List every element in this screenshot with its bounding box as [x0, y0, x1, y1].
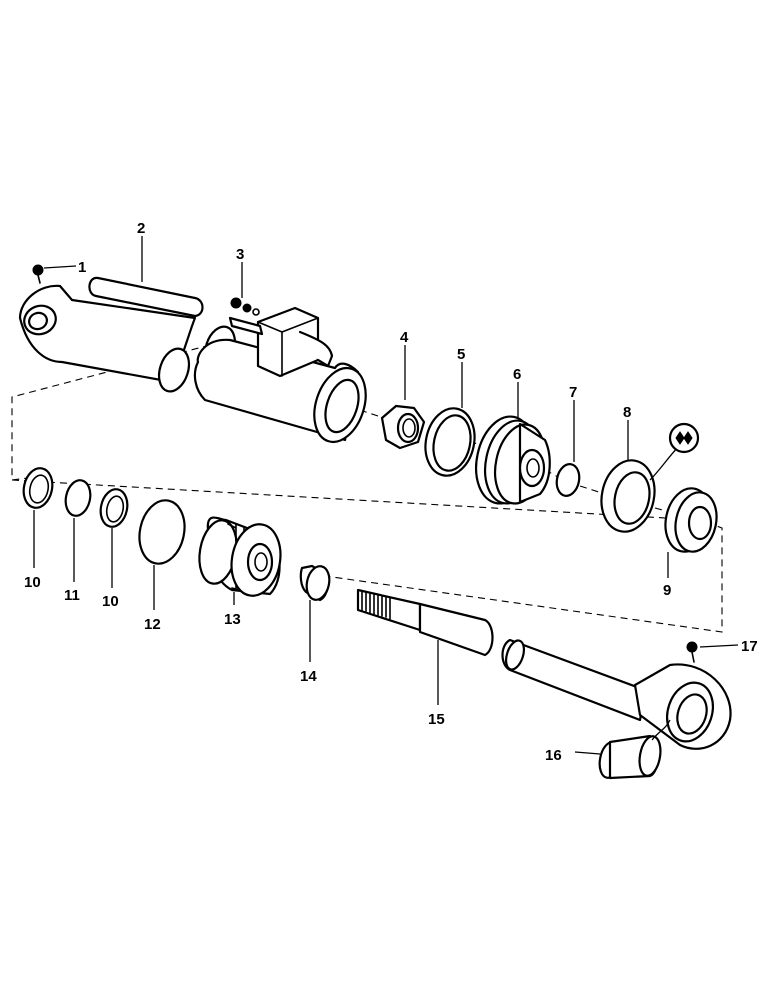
callout-13: 13 [224, 611, 241, 628]
o-ring-12 [138, 499, 186, 565]
o-ring-7 [555, 463, 581, 497]
o-ring-11 [64, 479, 92, 517]
bushing-14 [299, 564, 331, 602]
wiper-9 [664, 487, 718, 553]
callout-17: 17 [741, 638, 758, 655]
callout-labels: 1 2 3 4 5 6 7 8 9 10 11 10 12 13 14 15 1… [24, 220, 758, 764]
cylinder-barrel-left [18, 276, 204, 393]
callout-11: 11 [64, 587, 80, 604]
backup-ring-10b [99, 488, 129, 528]
grease-fitting-1 [32, 264, 44, 284]
piston-rod-15 [356, 588, 647, 722]
callout-9: 9 [663, 582, 671, 599]
nut-4 [380, 404, 426, 450]
backup-ring-10a [22, 467, 54, 509]
leader-lines [33, 236, 739, 755]
callout-4: 4 [400, 329, 409, 346]
callout-6: 6 [513, 366, 521, 383]
callout-5: 5 [457, 346, 465, 363]
seal-8 [600, 422, 700, 533]
callout-8: 8 [623, 404, 631, 421]
cylinder-barrel-right [193, 306, 367, 443]
callout-3: 3 [236, 246, 244, 263]
ring-5 [424, 407, 476, 477]
rod-eye [633, 663, 732, 750]
piston-6 [475, 415, 551, 505]
gland-13 [198, 516, 282, 597]
tube-fittings-3 [230, 297, 260, 316]
callout-1: 1 [78, 259, 86, 276]
callout-12: 12 [144, 616, 161, 633]
callout-2: 2 [137, 220, 145, 237]
callout-16: 16 [545, 747, 562, 764]
grease-fitting-17 [686, 641, 698, 663]
bushing-16 [598, 719, 671, 780]
callout-7: 7 [569, 384, 577, 401]
callout-10a: 10 [24, 574, 41, 591]
callout-15: 15 [428, 711, 445, 728]
callout-14: 14 [300, 668, 317, 685]
assembly-axis-line [359, 409, 671, 513]
callout-10b: 10 [102, 593, 119, 610]
